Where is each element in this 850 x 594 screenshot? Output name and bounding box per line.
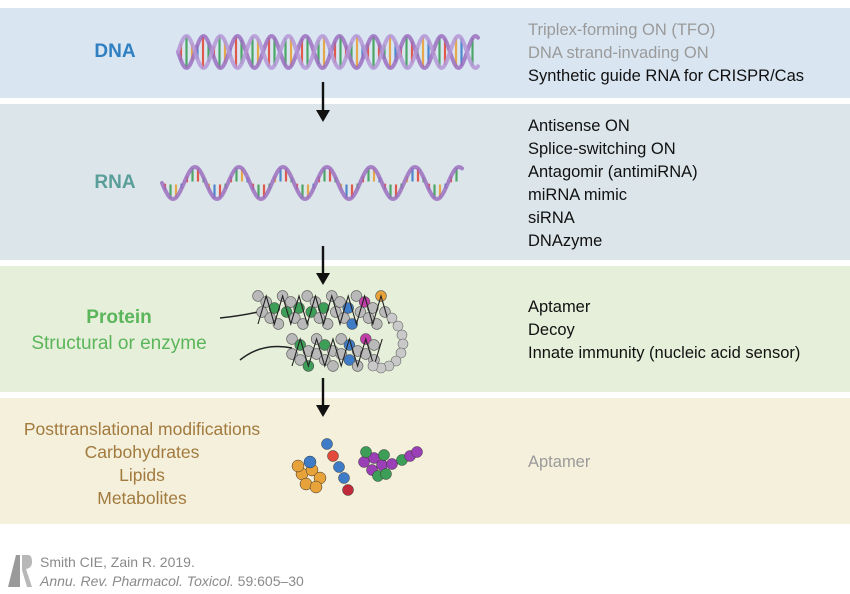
- protein-sublabel: Structural or enzyme: [31, 333, 207, 354]
- ptm-label-list: Posttranslational modifications Carbohyd…: [0, 418, 284, 510]
- list-item: siRNA: [528, 209, 575, 227]
- rna-label: RNA: [94, 172, 136, 193]
- list-item: Antagomir (antimiRNA): [528, 163, 698, 181]
- citation-journal-line: Annu. Rev. Pharmacol. Toxicol. 59:605–30: [40, 572, 304, 591]
- ptm-label: Metabolites: [97, 488, 187, 508]
- dna-band: [0, 8, 850, 98]
- ptm-label: Posttranslational modifications: [23, 419, 261, 439]
- list-item: Aptamer: [528, 453, 591, 471]
- dna-items-list: Triplex-forming ON (TFO) DNA strand-inva…: [528, 19, 804, 88]
- dna-helix-icon: [176, 34, 480, 70]
- list-item: Decoy: [528, 321, 575, 339]
- citation-pages: 59:605–30: [237, 573, 304, 589]
- rna-items-list: Antisense ON Splice-switching ON Antagom…: [528, 115, 698, 253]
- flow-arrow: [316, 246, 330, 285]
- ptm-items-list: Aptamer: [528, 451, 590, 474]
- list-item: Synthetic guide RNA for CRISPR/Cas: [528, 67, 805, 85]
- list-item: Innate immunity (nucleic acid sensor): [528, 344, 801, 362]
- metabolite-molecules-icon: [291, 438, 423, 496]
- flow-arrow: [316, 82, 330, 122]
- annual-reviews-logo-icon: [6, 553, 32, 589]
- list-item: Splice-switching ON: [528, 140, 676, 158]
- list-item: Triplex-forming ON (TFO): [528, 21, 716, 39]
- list-item: Aptamer: [528, 298, 591, 316]
- list-item: miRNA mimic: [528, 186, 627, 204]
- rna-helix-icon: [160, 164, 464, 202]
- list-item: DNA strand-invading ON: [528, 44, 709, 62]
- list-item: DNAzyme: [528, 232, 603, 250]
- citation-authors: Smith CIE, Zain R. 2019.: [40, 554, 195, 570]
- ptm-label: Carbohydrates: [84, 442, 200, 462]
- ptm-label: Lipids: [119, 465, 165, 485]
- protein-band: [0, 266, 850, 392]
- flow-arrow: [316, 378, 330, 417]
- dna-label: DNA: [94, 41, 136, 62]
- list-item: Antisense ON: [528, 117, 630, 135]
- ptm-band: [0, 398, 850, 524]
- citation-journal: Annu. Rev. Pharmacol. Toxicol.: [40, 573, 234, 589]
- protein-label: Protein: [86, 307, 152, 328]
- protein-items-list: Aptamer Decoy Innate immunity (nucleic a…: [528, 296, 800, 365]
- protein-structure-icon: [219, 290, 409, 374]
